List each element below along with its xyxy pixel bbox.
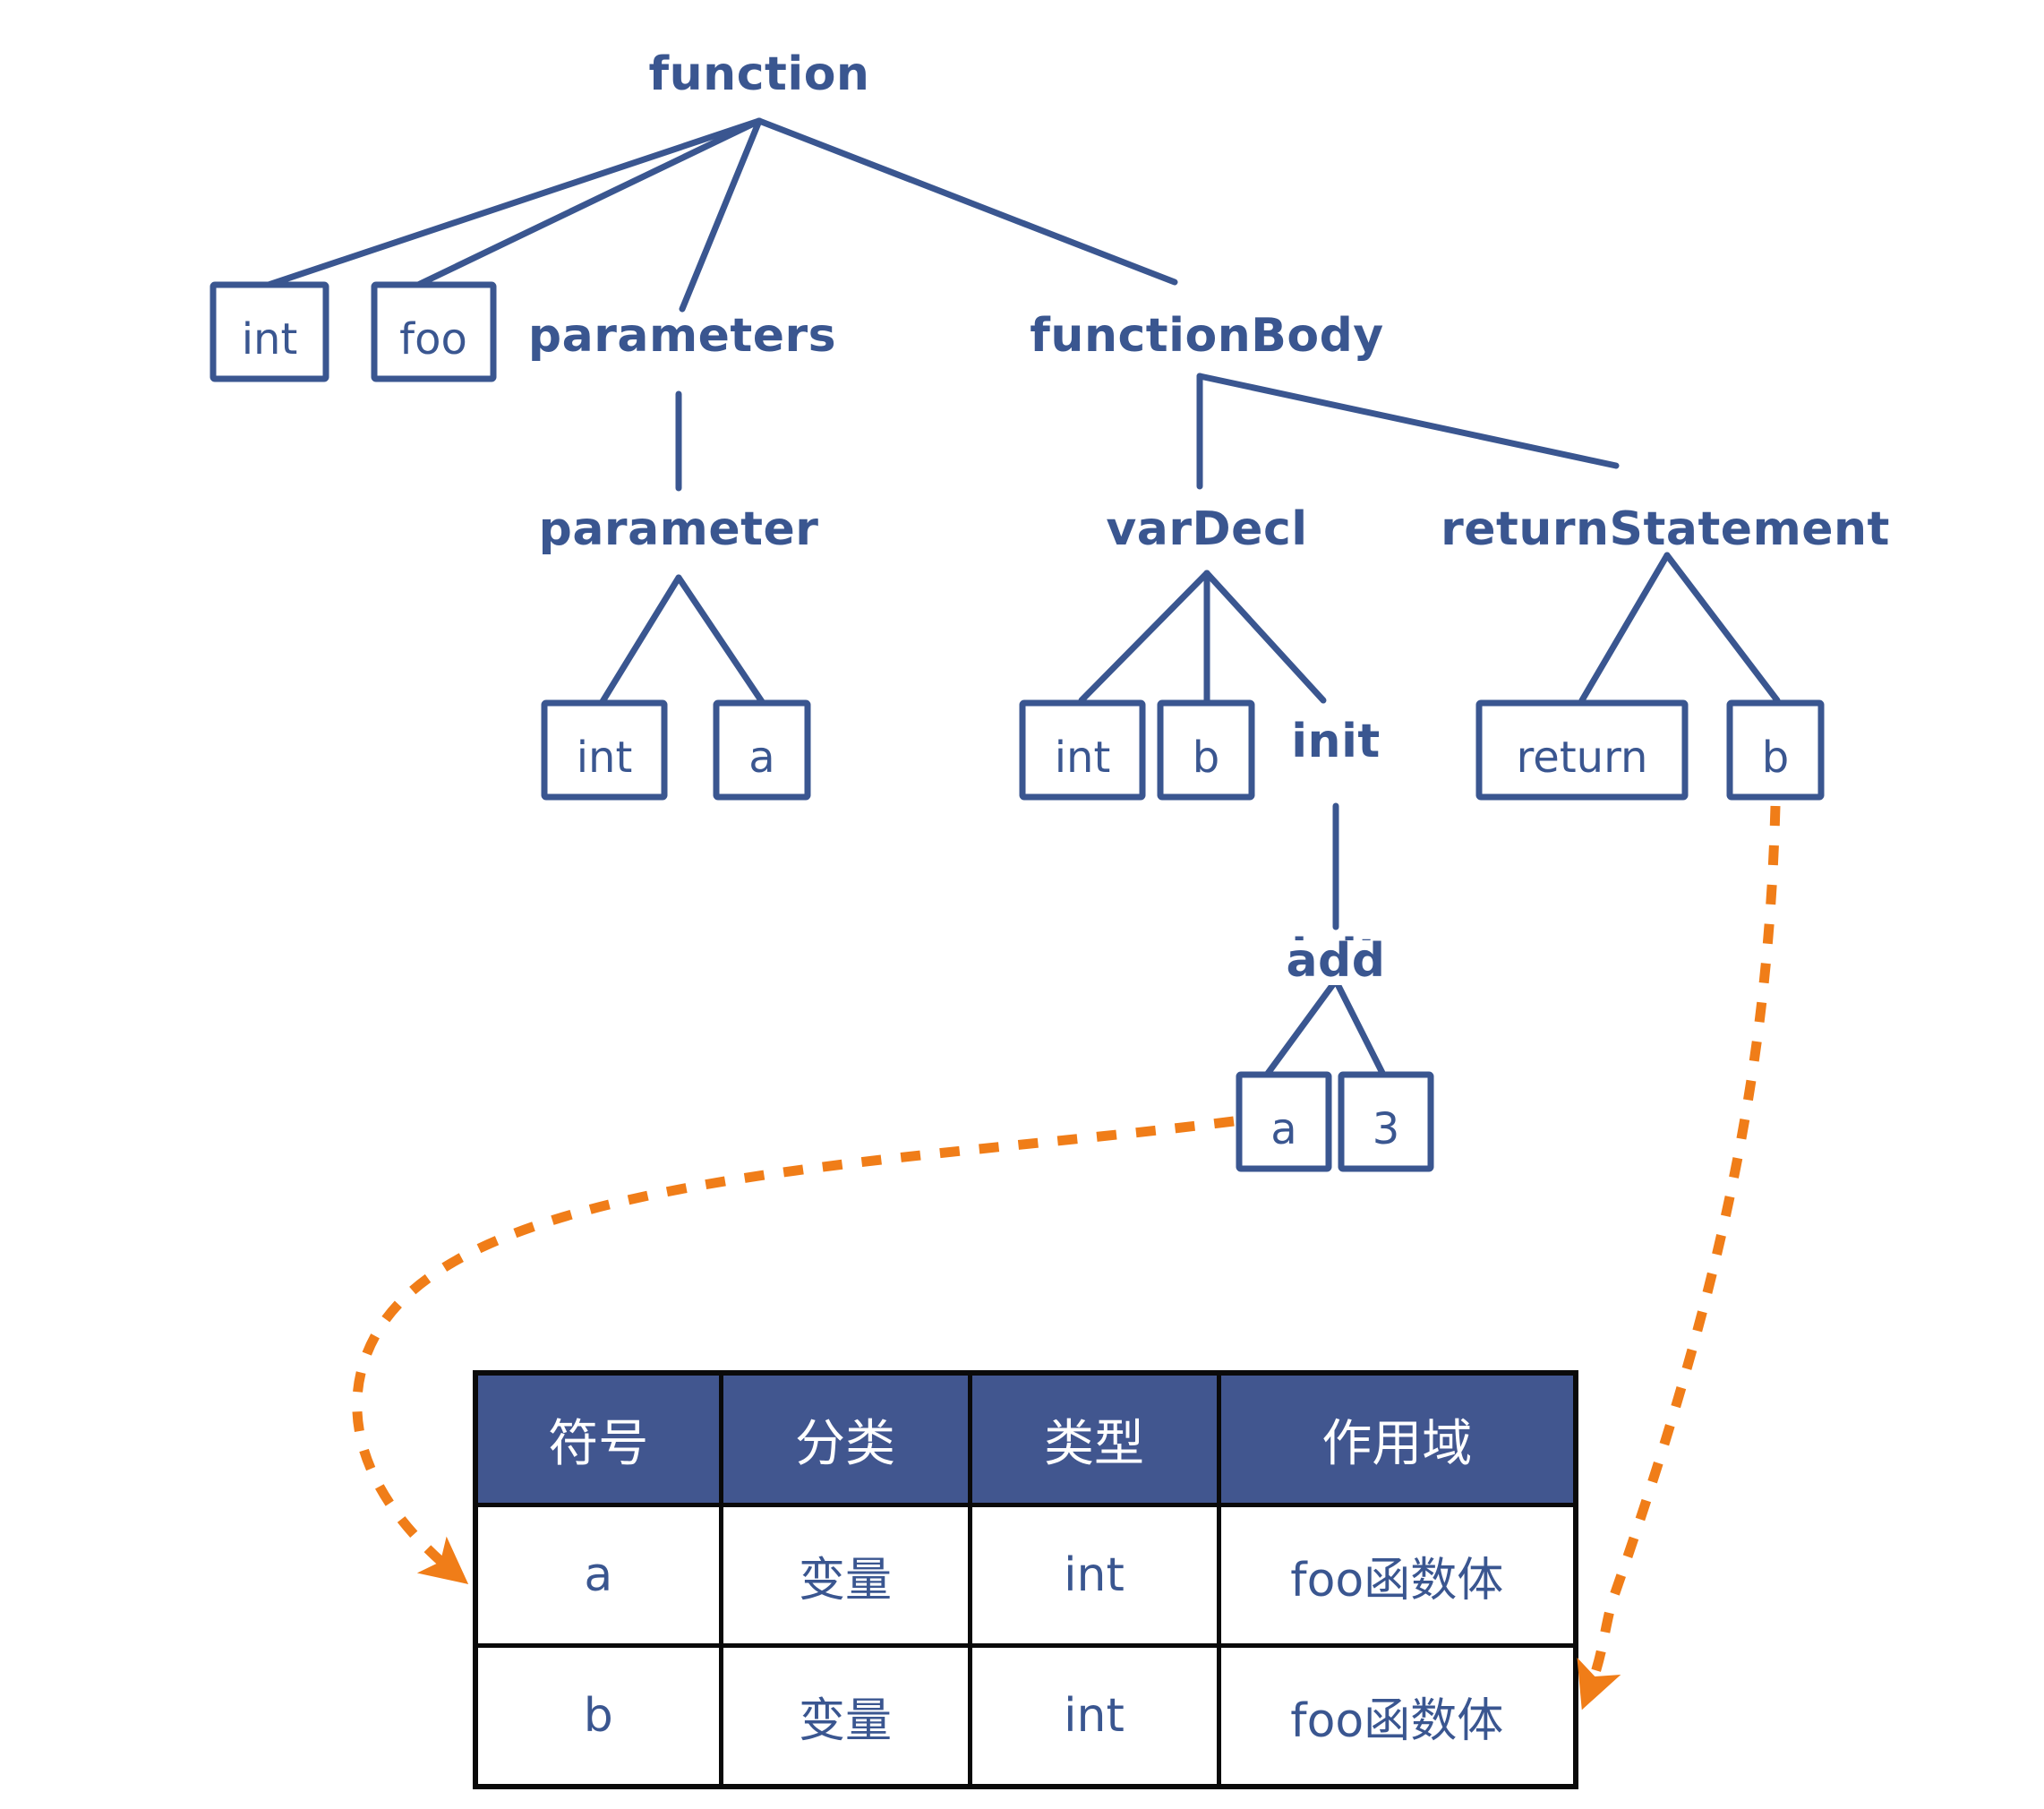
edge-parameter-to-a <box>675 574 766 707</box>
symbol-table: 符号 分类 类型 作用域 a 变量 int foo函数体 b 变量 int fo <box>473 1370 1578 1789</box>
node-label-vardecl: varDecl <box>1106 502 1307 556</box>
token-box-return-b: b <box>1726 699 1825 801</box>
node-label-fixups: init add <box>1280 715 1397 988</box>
edge-vardecl-to-init <box>1203 570 1327 704</box>
label-mask <box>1280 940 1397 985</box>
token-label: b <box>1762 733 1789 783</box>
table-row: a 变量 int foo函数体 <box>473 1503 1578 1648</box>
edge-vardecl-to-int <box>1078 570 1210 704</box>
token-label: int <box>1055 733 1111 783</box>
cell-scope: foo函数体 <box>1216 1643 1578 1789</box>
token-label: a <box>748 733 774 783</box>
cell-scope: foo函数体 <box>1216 1503 1578 1648</box>
column-header-category: 分类 <box>718 1370 972 1507</box>
tree-edges <box>265 117 1781 1078</box>
token-label: int <box>242 314 298 364</box>
token-box-vardecl-b: b <box>1157 699 1255 801</box>
edge-parameter-to-int <box>598 574 682 707</box>
token-box-add-3: 3 <box>1338 1071 1434 1172</box>
column-header-type: 类型 <box>967 1370 1221 1507</box>
node-label-parameter: parameter <box>539 502 819 556</box>
cell-category: 变量 <box>718 1503 972 1648</box>
table-row: b 变量 int foo函数体 <box>473 1643 1578 1789</box>
edge-add-to-3 <box>1332 977 1387 1078</box>
node-label-returnstatement: returnStatement <box>1441 502 1890 556</box>
edge-returnstatement-to-b <box>1663 552 1781 704</box>
node-label-function: function <box>649 47 870 101</box>
token-box-parameter-a: a <box>713 699 811 801</box>
edge-function-to-int <box>265 117 763 288</box>
column-header-symbol: 符号 <box>473 1370 723 1507</box>
cell-category: 变量 <box>718 1643 972 1789</box>
edge-function-to-foo <box>415 117 763 288</box>
cell-type: int <box>967 1643 1221 1789</box>
node-label-add: add <box>1286 934 1385 988</box>
token-label: foo <box>399 314 467 364</box>
symbol-table-container: 符号 分类 类型 作用域 a 变量 int foo函数体 b 变量 int fo <box>473 1370 1578 1789</box>
edge-function-to-parameters <box>679 117 763 313</box>
edge-returnstatement-to-return <box>1578 552 1671 704</box>
cell-type: int <box>967 1503 1221 1648</box>
token-box-vardecl-int: int <box>1019 699 1146 801</box>
node-label-functionbody: functionBody <box>1030 309 1383 363</box>
table-header-row: 符号 分类 类型 作用域 <box>473 1370 1578 1507</box>
edge-function-to-functionbody <box>756 117 1178 286</box>
edge-functionbody-to-returnstatement <box>1196 373 1620 469</box>
token-label: 3 <box>1373 1104 1400 1154</box>
token-label: b <box>1193 733 1219 783</box>
token-label: int <box>577 733 633 783</box>
token-label: return <box>1517 733 1648 783</box>
token-box-return-keyword: return <box>1475 699 1689 801</box>
cell-symbol: a <box>473 1503 723 1648</box>
node-label-init-placed: init <box>1291 715 1381 768</box>
token-box-foo: foo <box>371 281 497 382</box>
node-label-parameters: parameters <box>528 309 836 363</box>
column-header-scope: 作用域 <box>1216 1370 1578 1507</box>
token-box-parameter-int: int <box>541 699 668 801</box>
token-box-add-a: a <box>1236 1071 1332 1172</box>
token-box-int-return-type: int <box>210 281 329 382</box>
cell-symbol: b <box>473 1643 723 1789</box>
edge-add-to-a <box>1263 977 1339 1078</box>
token-label: a <box>1270 1104 1296 1154</box>
